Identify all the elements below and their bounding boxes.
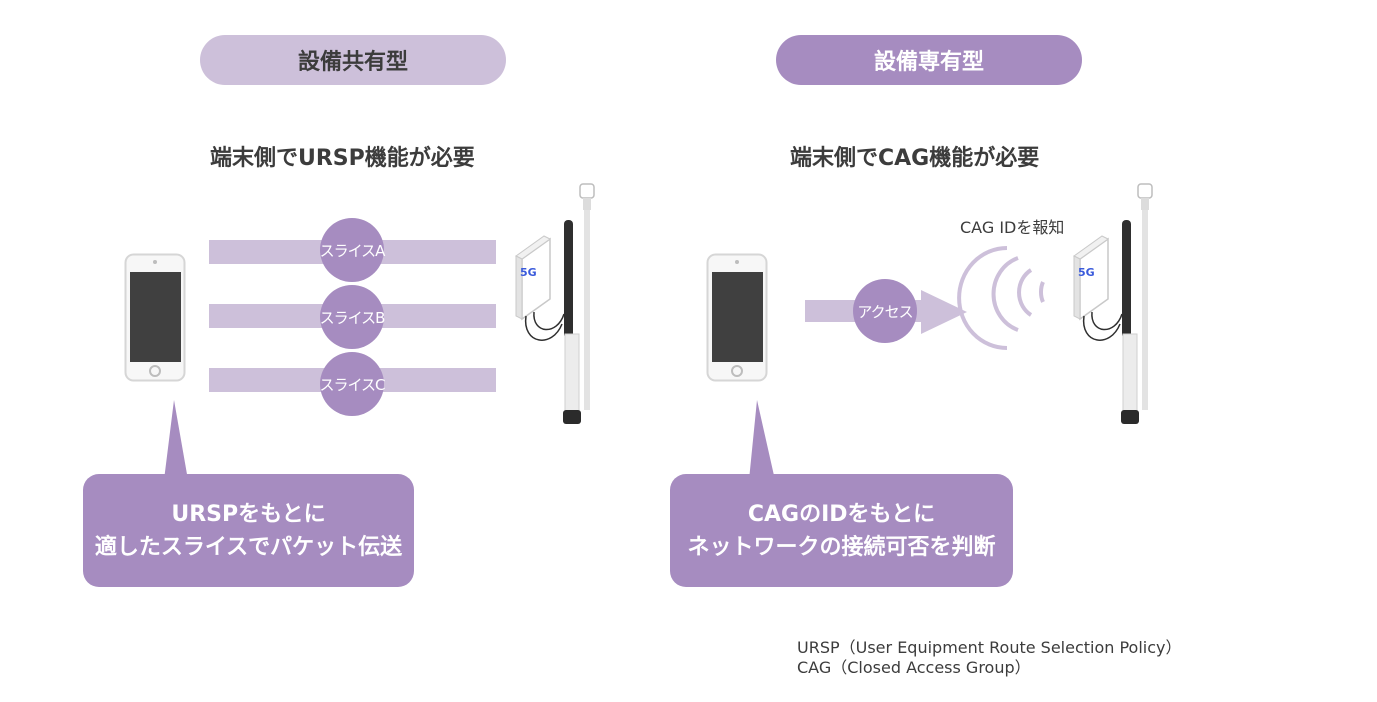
slice-b-label: スライスB bbox=[320, 285, 385, 349]
5g-antenna-icon: 5G bbox=[515, 183, 595, 424]
callout-line-1: URSPをもとに bbox=[171, 501, 326, 527]
smartphone-icon bbox=[706, 253, 768, 382]
access-label: アクセス bbox=[853, 279, 917, 343]
footnote-ursp: URSP（User Equipment Route Selection Poli… bbox=[797, 638, 1182, 657]
dedicated-type-subtitle: 端末側でCAG機能が必要 bbox=[790, 146, 1040, 171]
5g-antenna-icon: 5G bbox=[1073, 183, 1153, 424]
dedicated-type-header: 設備専有型 bbox=[776, 35, 1082, 85]
callout-pointer bbox=[164, 400, 188, 480]
shared-type-header: 設備共有型 bbox=[200, 35, 506, 85]
callout-line-2: 適したスライスでパケット伝送 bbox=[94, 534, 403, 560]
signal-waves-icon bbox=[957, 246, 1045, 350]
cag-broadcast-label: CAG IDを報知 bbox=[960, 218, 1065, 237]
shared-type-callout: URSPをもとに 適したスライスでパケット伝送 bbox=[83, 474, 414, 587]
5g-badge: 5G bbox=[520, 266, 537, 279]
5g-badge: 5G bbox=[1078, 266, 1095, 279]
shared-type-subtitle: 端末側でURSP機能が必要 bbox=[210, 146, 475, 171]
dedicated-type-callout: CAGのIDをもとに ネットワークの接続可否を判断 bbox=[670, 474, 1013, 587]
callout-line-2: ネットワークの接続可否を判断 bbox=[687, 534, 996, 560]
callout-line-1: CAGのIDをもとに bbox=[747, 501, 936, 527]
slice-c-label: スライスC bbox=[319, 352, 386, 416]
slice-a-label: スライスA bbox=[320, 218, 385, 282]
callout-pointer bbox=[749, 400, 775, 480]
smartphone-icon bbox=[124, 253, 186, 382]
footnote-cag: CAG（Closed Access Group） bbox=[797, 658, 1031, 677]
